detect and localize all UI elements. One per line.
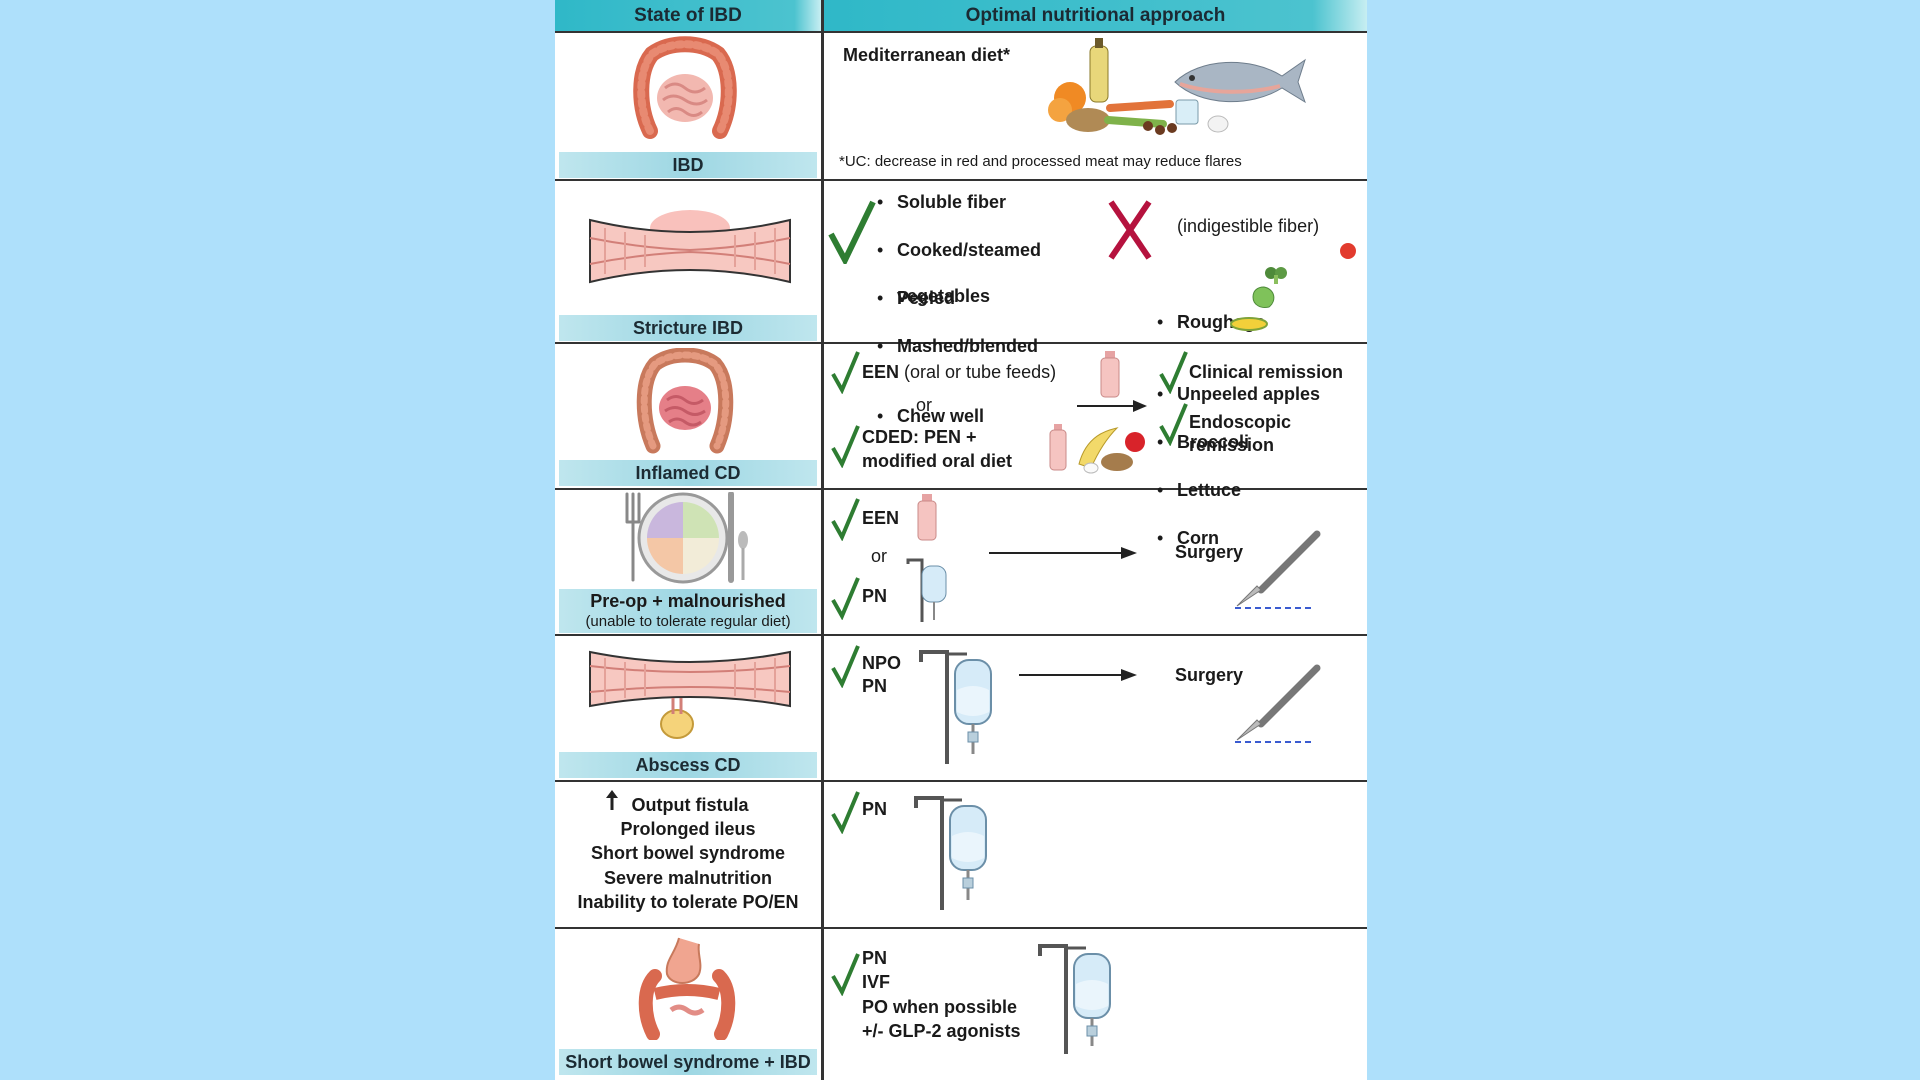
strict-item: Chew well (877, 404, 1709, 428)
een-line: EEN (oral or tube feeds) (862, 360, 1056, 384)
fistula-line: Output fistula (631, 795, 749, 815)
malnutrition-line: Severe malnutrition (603, 868, 773, 888)
header-approach: Optimal nutritional approach (824, 0, 1367, 31)
een-label: EEN (862, 508, 900, 528)
or-label: or (916, 395, 933, 415)
row-label-ibd: IBD (559, 152, 817, 178)
preop-label-band (559, 589, 817, 633)
mediterranean-diet-label: Mediterranean diet* (843, 45, 1011, 65)
npo-label: NPO (862, 653, 902, 673)
row-label-abscess: Abscess CD (559, 752, 817, 778)
row-label-preop: Pre-op + malnourished (590, 591, 786, 611)
row-label-stricture: Stricture IBD (559, 315, 817, 341)
sbs-line: Short bowel syndrome (590, 843, 786, 863)
endoscopic-remission-2: remission (1189, 435, 1275, 455)
up-arrow-icon (606, 790, 618, 810)
arrow-icon (1019, 669, 1137, 681)
strict-item: Cooked/steamed (877, 238, 1709, 262)
inflamed-colon-icon (636, 348, 734, 454)
check-icon (831, 351, 860, 394)
header-state: State of IBD (555, 0, 821, 31)
ibd-footnote: *UC: decrease in red and processed meat … (839, 153, 1242, 170)
sbs-item: PN (862, 948, 888, 968)
cded-label-2: modified oral diet (862, 451, 1013, 471)
clinical-remission: Clinical remission (1189, 362, 1344, 382)
surgery-label: Surgery (1175, 665, 1244, 685)
surgery-label: Surgery (1175, 542, 1244, 562)
check-icon (831, 498, 860, 541)
check-icon (831, 425, 860, 468)
avoid-item: Broccoli (1157, 430, 1920, 454)
intolerance-line: Inability to tolerate PO/EN (577, 892, 799, 912)
avoid-item: Unpeeled apples (1157, 382, 1920, 406)
arrow-icon (1077, 400, 1147, 412)
cded-label: CDED: PEN + (862, 427, 977, 447)
apple-icon (1340, 243, 1356, 259)
cded-food-icon (1049, 424, 1145, 474)
avoid-subtitle: (indigestible fiber) (1177, 216, 1320, 236)
check-icon (1159, 403, 1188, 446)
short-bowel-icon (638, 937, 736, 1040)
iv-bag-icon (1038, 944, 1111, 1054)
check-icon (828, 200, 876, 264)
arrow-icon (989, 547, 1137, 559)
sbs-item: +/- GLP-2 agonists (862, 1021, 1021, 1041)
avoid-item: Lettuce (1157, 478, 1920, 502)
endoscopic-remission: Endoscopic (1189, 412, 1292, 432)
check-icon (831, 953, 860, 996)
colon-icon (633, 36, 737, 139)
check-icon (831, 791, 860, 834)
bottle-icon (1100, 351, 1120, 398)
or-label: or (871, 546, 888, 566)
sbs-item: IVF (862, 972, 891, 992)
strict-item: Soluble fiber (877, 190, 1709, 214)
fish-icon (1174, 58, 1306, 104)
row-sublabel-preop: (unable to tolerate regular diet) (585, 613, 791, 630)
nutrition-table: State of IBD Optimal nutritional approac… (555, 0, 1367, 1080)
row-divider (555, 927, 1367, 929)
ileus-line: Prolonged ileus (620, 819, 756, 839)
pn-label: PN (862, 799, 888, 819)
pn-label: PN (862, 586, 888, 606)
food-icon (1048, 38, 1229, 135)
avoid-title: Roughage (1157, 310, 1920, 334)
bottle-icon (917, 494, 937, 541)
column-divider (821, 0, 824, 1080)
row-label-sbs: Short bowel syndrome + IBD (559, 1049, 817, 1075)
stricture-intestine-icon (589, 210, 791, 284)
row-divider (555, 179, 1367, 181)
strict-item-cont: vegetables (897, 286, 991, 306)
pn-label: PN (862, 676, 888, 696)
abscess-intestine-icon (589, 650, 791, 739)
plate-icon (625, 492, 748, 584)
lettuce-icon (1252, 286, 1275, 308)
avoid-item: Corn (1157, 526, 1920, 550)
corn-icon (1230, 317, 1268, 331)
check-icon (831, 645, 860, 688)
scalpel-icon (1235, 664, 1321, 743)
een-note: (oral or tube feeds) (904, 362, 1057, 382)
broccoli-icon (1265, 267, 1287, 284)
check-icon (831, 577, 860, 620)
check-icon (1159, 351, 1188, 394)
cross-icon (1108, 200, 1152, 260)
een-label: EEN (862, 362, 900, 382)
sbs-item: PO when possible (862, 997, 1018, 1017)
iv-bag-icon (919, 650, 992, 764)
strict-item: Peeled (877, 286, 1709, 310)
row-divider (555, 780, 1367, 782)
row-label-inflamed: Inflamed CD (559, 460, 817, 486)
row-divider (555, 634, 1367, 636)
strict-item: Mashed/blended (877, 334, 1709, 358)
row-divider (555, 31, 1367, 33)
iv-bag-icon (914, 796, 987, 910)
scalpel-icon (1235, 530, 1321, 609)
iv-bag-icon (906, 558, 947, 622)
row-divider (555, 488, 1367, 490)
